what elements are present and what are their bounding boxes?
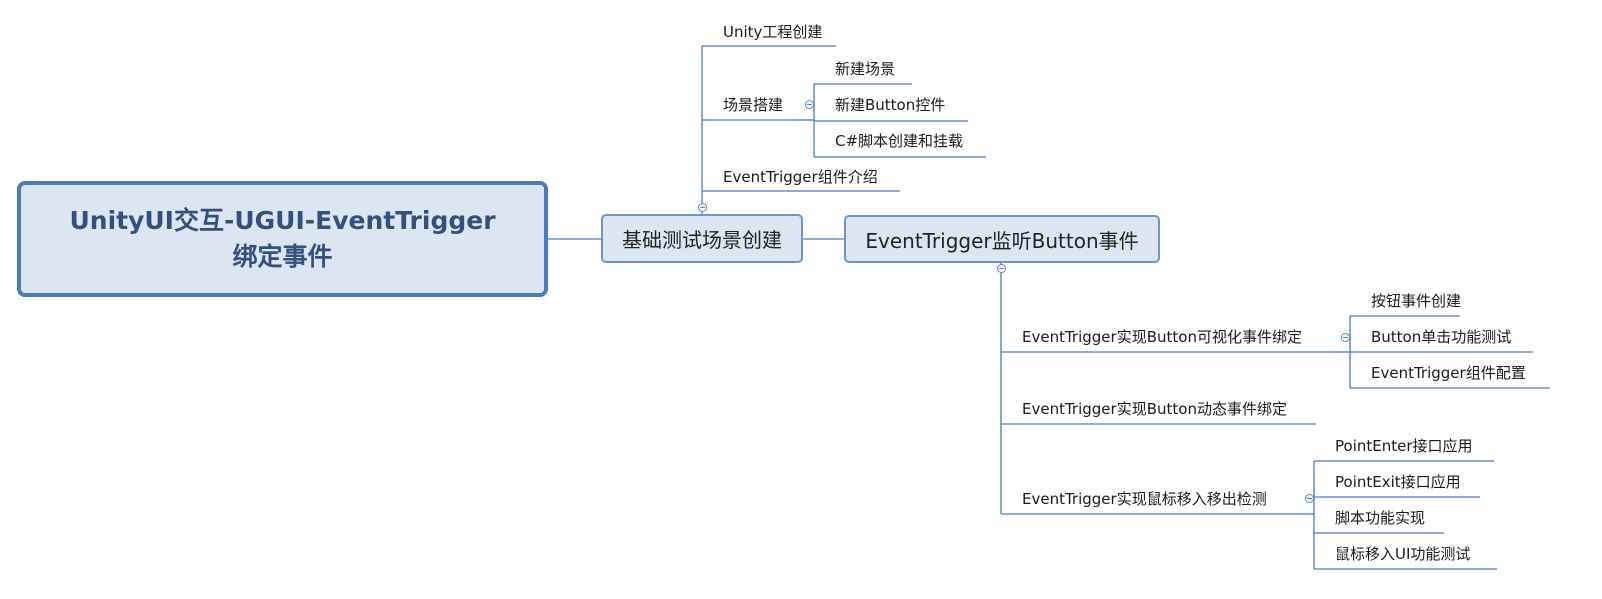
subtopic-pointenter[interactable]: PointEnter接口应用 [1335, 437, 1473, 455]
topic-basic-scene[interactable]: 基础测试场景创建 [601, 214, 803, 263]
subtopic-scene-build[interactable]: 场景搭建 [723, 96, 784, 114]
topic-eventtrigger-button[interactable]: EventTrigger监听Button事件 [844, 215, 1160, 263]
root-topic[interactable]: UnityUI交互-UGUI-EventTrigger 绑定事件 [17, 181, 548, 297]
collapse-toggle-icon[interactable] [805, 100, 814, 109]
subtopic-script-impl[interactable]: 脚本功能实现 [1335, 509, 1426, 527]
subtopic-button-event-create[interactable]: 按钮事件创建 [1371, 292, 1462, 310]
subtopic-csharp-script[interactable]: C#脚本创建和挂载 [835, 132, 964, 150]
subtopic-mouse-ui-test[interactable]: 鼠标移入UI功能测试 [1335, 545, 1471, 563]
subtopic-dynamic-binding[interactable]: EventTrigger实现Button动态事件绑定 [1022, 400, 1287, 418]
collapse-toggle-icon[interactable] [1305, 494, 1314, 503]
subtopic-pointexit[interactable]: PointExit接口应用 [1335, 473, 1461, 491]
subtopic-new-button[interactable]: 新建Button控件 [835, 96, 946, 114]
collapse-toggle-icon[interactable] [997, 264, 1006, 273]
subtopic-visual-binding[interactable]: EventTrigger实现Button可视化事件绑定 [1022, 328, 1302, 346]
subtopic-new-scene[interactable]: 新建场景 [835, 60, 896, 78]
subtopic-eventtrigger-intro[interactable]: EventTrigger组件介绍 [723, 168, 878, 186]
subtopic-unity-project[interactable]: Unity工程创建 [723, 23, 823, 41]
collapse-toggle-icon[interactable] [1341, 333, 1350, 342]
subtopic-eventtrigger-config[interactable]: EventTrigger组件配置 [1371, 364, 1526, 382]
collapse-toggle-icon[interactable] [698, 203, 707, 212]
subtopic-button-click-test[interactable]: Button单击功能测试 [1371, 328, 1512, 346]
subtopic-mouse-detection[interactable]: EventTrigger实现鼠标移入移出检测 [1022, 490, 1267, 508]
